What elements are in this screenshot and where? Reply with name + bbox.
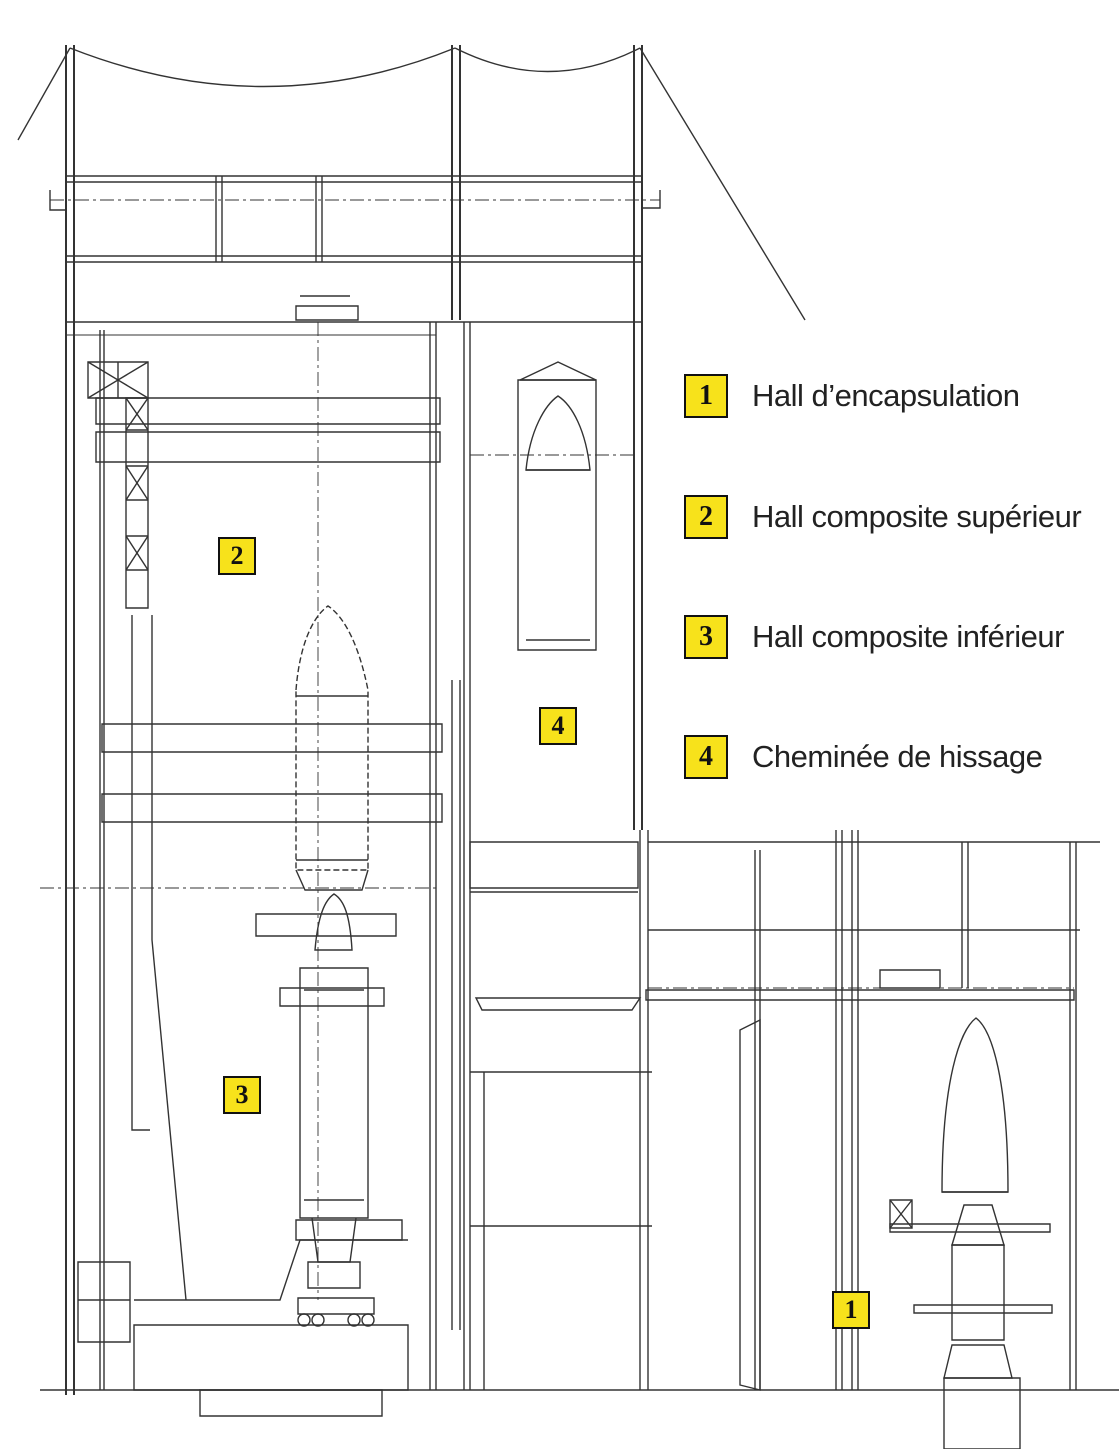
roof-structure <box>18 45 805 1395</box>
legend-item-3: 3 Hall composite inférieur <box>684 614 1064 660</box>
legend-number: 4 <box>684 735 728 779</box>
hoisting-chimney <box>452 322 652 1390</box>
legend-number: 3 <box>684 615 728 659</box>
upper-truss <box>50 176 660 322</box>
marker-4: 4 <box>539 707 577 745</box>
encapsulation-hall <box>646 830 1100 1449</box>
legend-item-1: 1 Hall d’encapsulation <box>684 373 1020 419</box>
marker-1: 1 <box>832 1291 870 1329</box>
legend-item-4: 4 Cheminée de hissage <box>684 734 1043 780</box>
legend-number: 2 <box>684 495 728 539</box>
legend-label: Hall composite supérieur <box>752 499 1082 534</box>
composite-halls <box>40 322 442 1416</box>
legend-number: 1 <box>684 374 728 418</box>
legend-label: Hall d’encapsulation <box>752 378 1020 413</box>
marker-3: 3 <box>223 1076 261 1114</box>
legend-label: Hall composite inférieur <box>752 619 1064 654</box>
legend-label: Cheminée de hissage <box>752 739 1043 774</box>
marker-2: 2 <box>218 537 256 575</box>
launcher-vehicle <box>296 606 374 1326</box>
legend-item-2: 2 Hall composite supérieur <box>684 494 1082 540</box>
